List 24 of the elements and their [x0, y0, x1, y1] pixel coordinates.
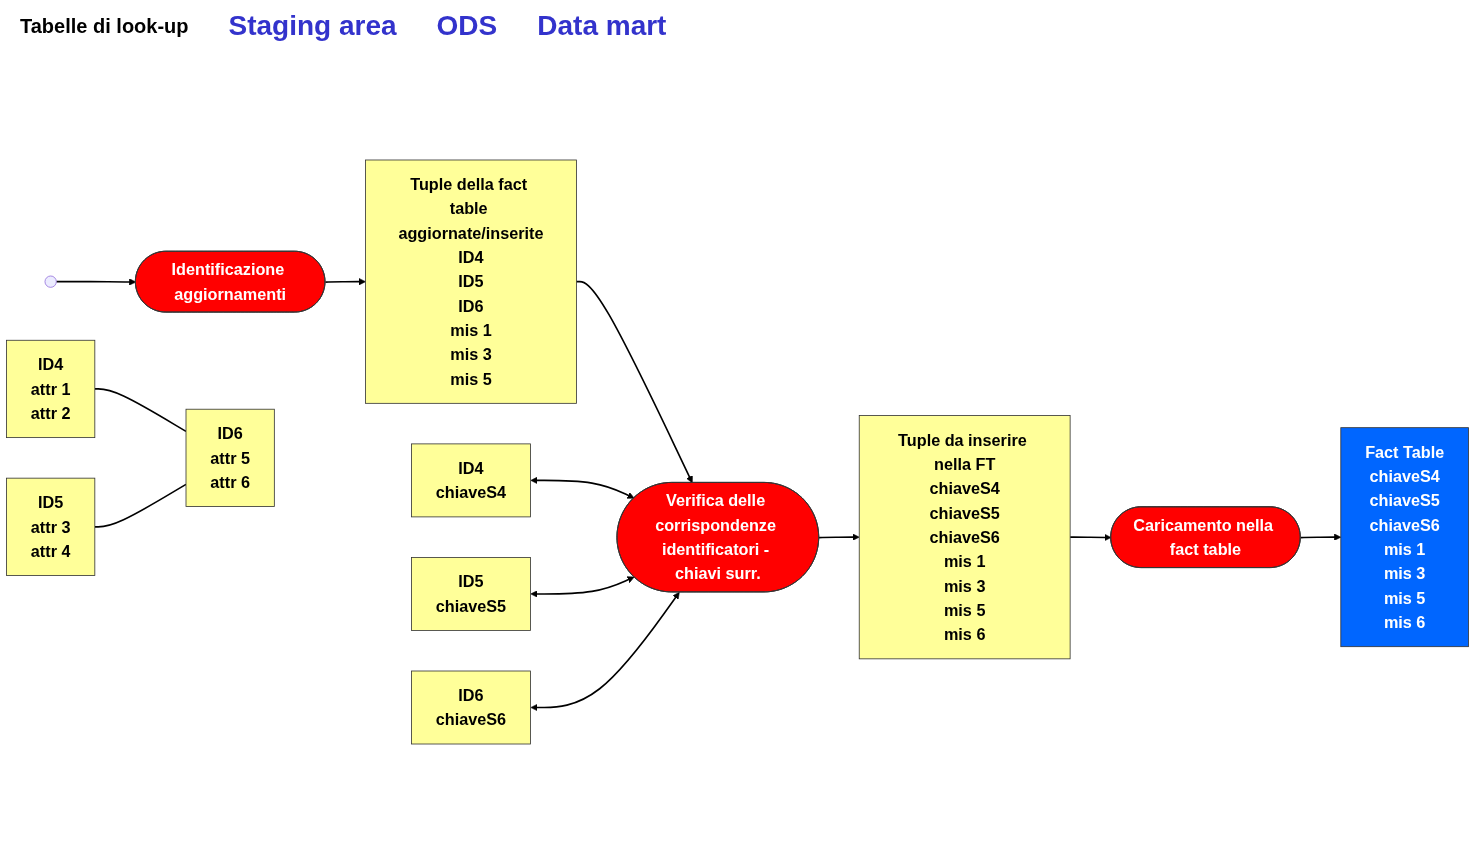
arrow — [55, 278, 137, 286]
connector — [94, 483, 187, 528]
node-box: ID4 attr 1 attr 2 — [6, 339, 96, 438]
arrow — [1299, 533, 1342, 541]
arrow — [1069, 533, 1112, 541]
node-box: Fact Table chiaveS4 chiaveS5 chiaveS6 mis 1 mis 3 mis 5 mis 6 — [1340, 427, 1469, 648]
node-box: Tuple della fact table aggiornate/inserite ID4 ID5 ID6 mis 1 mis 3 mis 5 — [365, 159, 577, 404]
arrow — [530, 576, 635, 598]
node-box: Tuple da inserire nella FT chiaveS4 chiaveS5 chiaveS6 mis 1 mis 3 mis 5 mis 6 — [858, 415, 1071, 660]
region-label: Data mart — [537, 10, 667, 42]
arrow — [530, 476, 635, 499]
node-box: ID6 attr 5 attr 6 — [185, 408, 275, 507]
group-heading: Tabelle di look-up — [20, 14, 189, 38]
node-box: ID6 chiaveS6 — [411, 670, 531, 745]
region-label: Staging area — [228, 10, 397, 42]
arrow — [575, 280, 693, 484]
region-label: ODS — [436, 10, 498, 42]
node-box: ID5 chiaveS5 — [411, 557, 531, 631]
connector — [94, 388, 187, 433]
arrow — [530, 592, 680, 712]
node-box: ID5 attr 3 attr 4 — [6, 477, 96, 576]
arrow — [818, 533, 860, 541]
node-box: ID4 chiaveS4 — [411, 443, 531, 518]
arrow — [324, 278, 366, 286]
